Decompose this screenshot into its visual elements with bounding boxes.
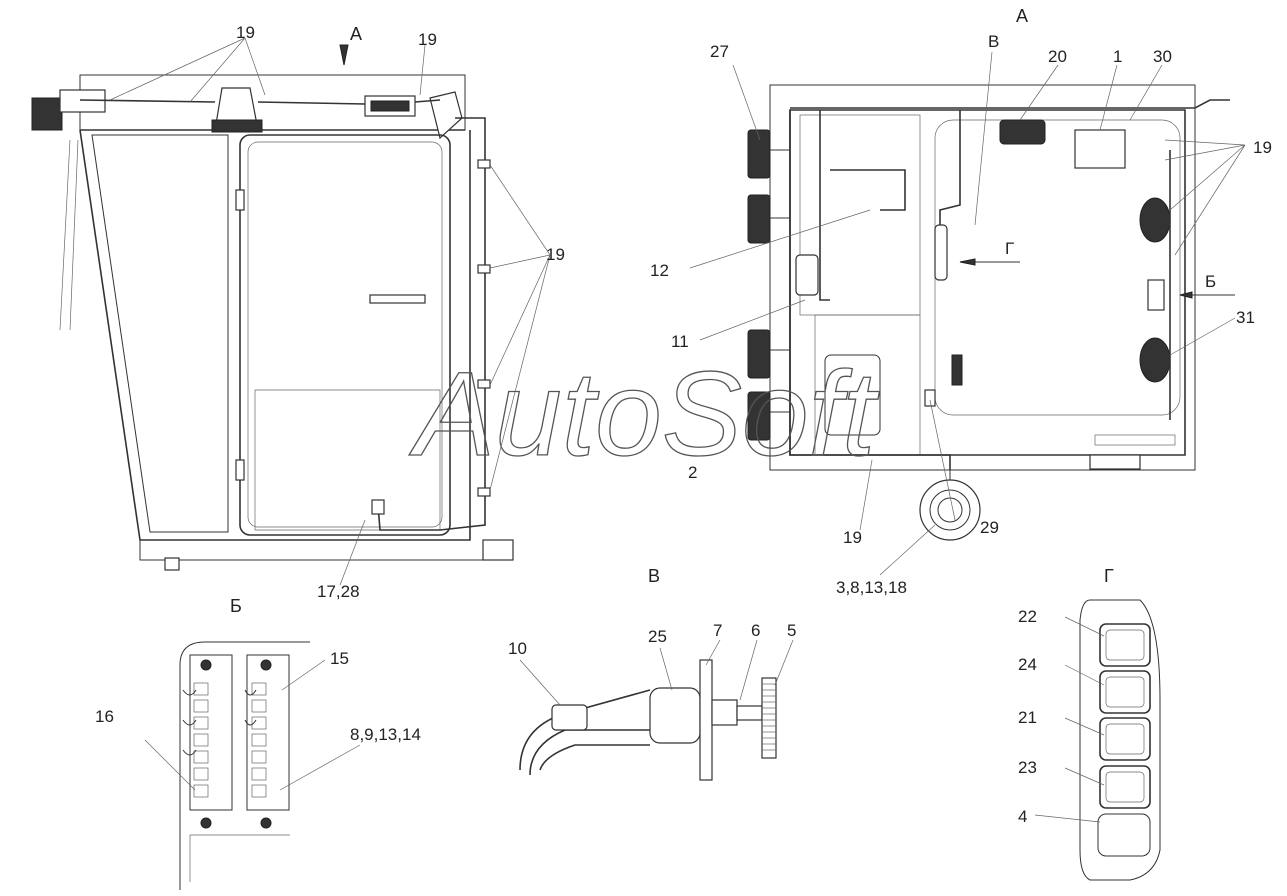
callout-16: 16 xyxy=(95,707,114,726)
callout-24: 24 xyxy=(1018,655,1037,674)
callout-22: 22 xyxy=(1018,607,1037,626)
callout-5: 5 xyxy=(787,621,796,640)
view-label-g: Г xyxy=(1104,566,1114,586)
view-label-v: В xyxy=(648,566,660,586)
callout-10: 10 xyxy=(508,639,527,658)
callout-31: 31 xyxy=(1236,308,1255,327)
view-b-detail xyxy=(144,641,361,890)
callout-20: 20 xyxy=(1048,47,1067,66)
watermark: AutoSoft xyxy=(409,347,880,481)
view-g-detail xyxy=(1034,599,1161,881)
callout-3-8-13-18: 3,8,13,18 xyxy=(836,578,907,597)
mirror-icon xyxy=(31,97,63,131)
view-label-g-small: Г xyxy=(1005,239,1014,258)
rocker-switch-23 xyxy=(1099,765,1151,809)
callout-27: 27 xyxy=(710,42,729,61)
callout-labels: А 19 19 19 17,28 А 27 В 20 1 30 19 Г Б 3… xyxy=(95,6,1272,826)
callout-30: 30 xyxy=(1153,47,1172,66)
callout-2: 2 xyxy=(688,463,697,482)
callout-21: 21 xyxy=(1018,708,1037,727)
callout-19: 19 xyxy=(236,23,255,42)
callout-15: 15 xyxy=(330,649,349,668)
view-label-v-small: В xyxy=(988,32,999,51)
callout-7: 7 xyxy=(713,621,722,640)
callout-4: 4 xyxy=(1018,807,1027,826)
rocker-switch-22 xyxy=(1099,623,1151,667)
fan-icon xyxy=(1139,197,1171,243)
leaders-left xyxy=(109,37,551,586)
view-label-b-small: Б xyxy=(1205,272,1216,291)
callout-11: 11 xyxy=(671,332,689,351)
callout-29: 29 xyxy=(980,518,999,537)
callout-19: 19 xyxy=(1253,138,1272,157)
callout-6: 6 xyxy=(751,621,760,640)
callout-8-9-13-14: 8,9,13,14 xyxy=(350,725,421,744)
callout-25: 25 xyxy=(648,627,667,646)
callout-1: 1 xyxy=(1113,47,1122,66)
leaders-right xyxy=(689,51,1246,576)
view-label-b: Б xyxy=(230,596,242,616)
blank-plug xyxy=(1097,813,1151,857)
callout-17-28: 17,28 xyxy=(317,582,360,601)
callout-12: 12 xyxy=(650,261,669,280)
switch-body xyxy=(649,687,701,744)
callout-19: 19 xyxy=(418,30,437,49)
view-v-detail xyxy=(519,639,794,781)
callout-19: 19 xyxy=(843,528,862,547)
cabin-side-view xyxy=(31,44,514,571)
lamp-icon xyxy=(747,129,771,179)
rocker-switch-24 xyxy=(1099,670,1151,714)
rocker-switch-21 xyxy=(1099,717,1151,761)
callout-23: 23 xyxy=(1018,758,1037,777)
callout-19: 19 xyxy=(546,245,565,264)
view-label-a-left: А xyxy=(350,24,362,44)
view-label-a-right: А xyxy=(1016,6,1028,26)
relay-box xyxy=(1074,129,1126,169)
